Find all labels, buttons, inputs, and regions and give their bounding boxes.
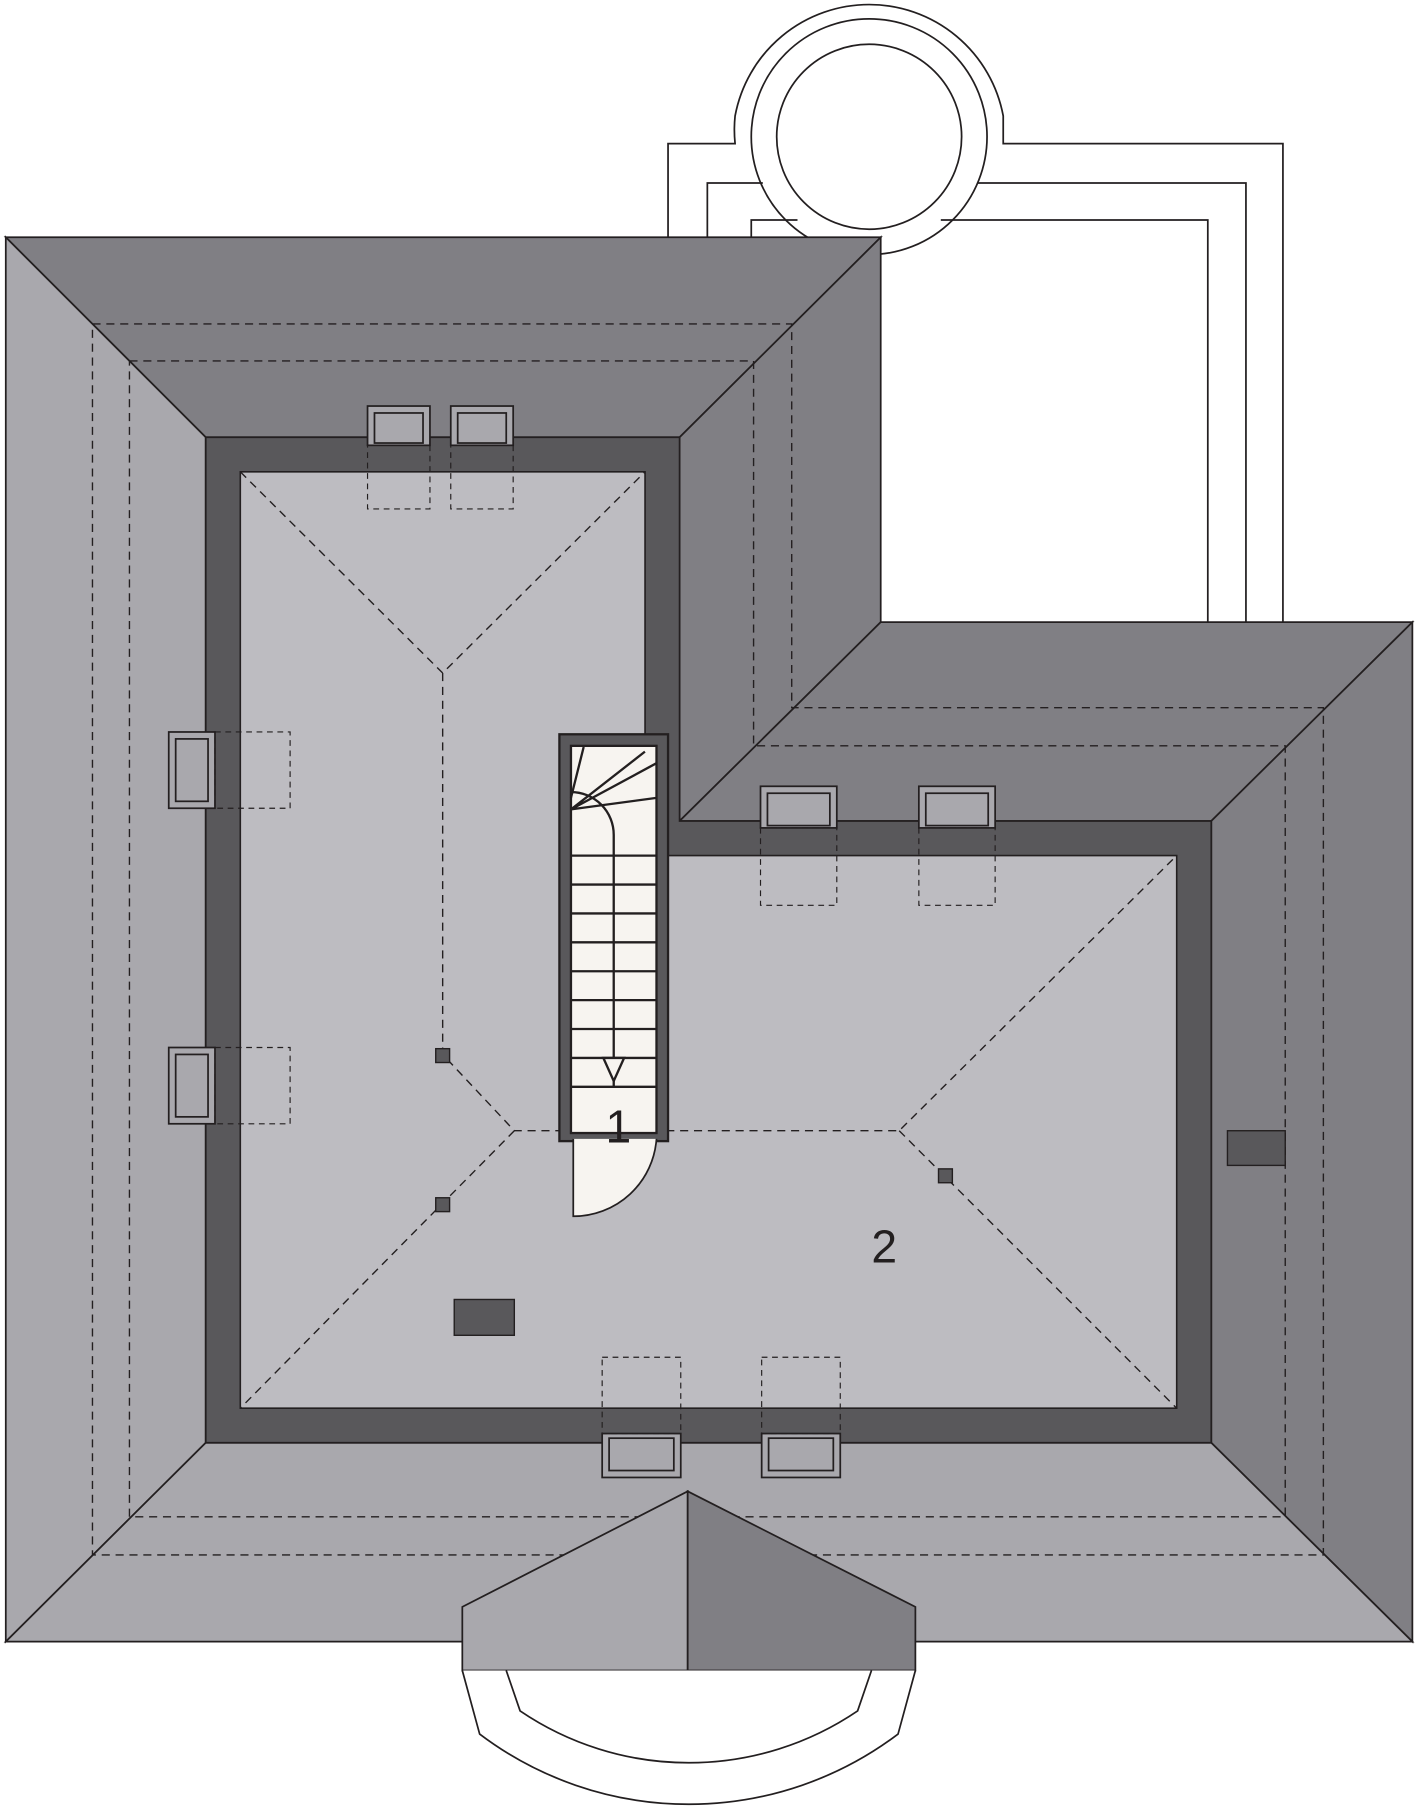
door-swing <box>572 1138 658 1218</box>
roof-left-slope <box>4 235 207 1644</box>
roof-windows <box>167 405 997 1479</box>
room-label-2: 2 <box>871 1220 897 1272</box>
terrace-outline <box>667 3 1284 623</box>
roof-eave-lines <box>91 323 1325 1556</box>
staircase <box>558 733 670 1143</box>
chimneys <box>435 1047 1286 1336</box>
room-label-1: 1 <box>605 1100 631 1152</box>
entrance-bay <box>461 1489 917 1806</box>
ridge-lines <box>239 471 1178 1409</box>
